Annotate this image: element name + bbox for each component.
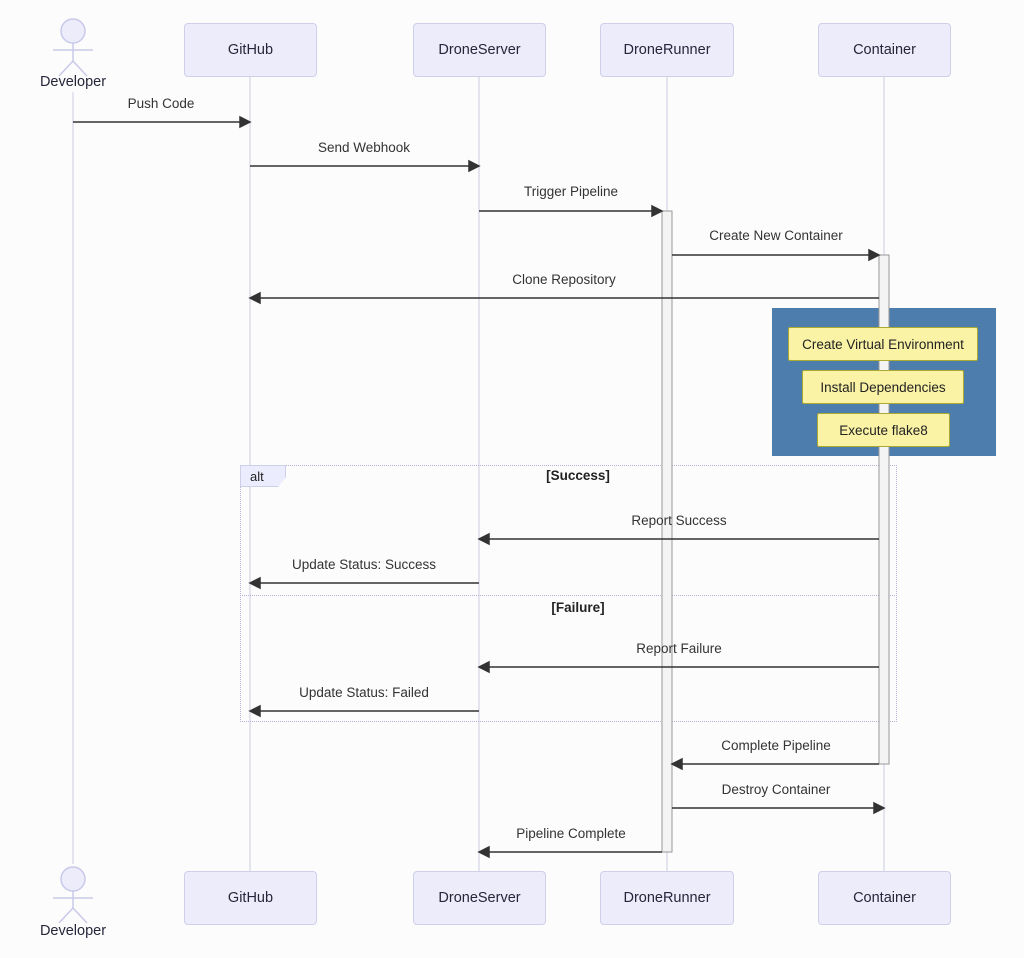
note-create-virtual-environment: Create Virtual Environment (788, 327, 978, 361)
participant-droneserver-top: DroneServer (413, 23, 546, 77)
note-install-dependencies: Install Dependencies (802, 370, 964, 404)
alt-condition-success: [Success] (546, 468, 610, 483)
actor-figure-bottom (53, 866, 93, 924)
arrow-send-webhook (250, 159, 481, 173)
message-label-create-new-container: Create New Container (709, 228, 843, 243)
arrow-push-code (73, 115, 252, 129)
message-label-report-failure: Report Failure (636, 641, 722, 656)
alt-branch-divider (240, 595, 897, 596)
arrow-pipeline-complete (477, 845, 662, 859)
message-label-complete-pipeline: Complete Pipeline (721, 738, 831, 753)
arrow-report-success (477, 532, 879, 546)
arrow-destroy-container (672, 801, 886, 815)
participant-github-bottom: GitHub (184, 871, 317, 925)
participant-github-top: GitHub (184, 23, 317, 77)
message-label-push-code: Push Code (127, 96, 195, 111)
arrow-report-failure (477, 660, 879, 674)
participant-label: DroneServer (438, 890, 521, 906)
participant-label: Container (853, 890, 916, 906)
activation-bars (661, 210, 890, 853)
arrow-clone-repository (248, 291, 879, 305)
actor-label-developer-top: Developer (39, 74, 107, 90)
participant-label: GitHub (227, 42, 274, 58)
participant-label: DroneRunner (623, 890, 711, 906)
actor-figure-top (53, 18, 93, 77)
message-label-update-status-failed: Update Status: Failed (299, 685, 429, 700)
alt-operator-tab: alt (240, 465, 286, 487)
activation-dronerunner (661, 210, 673, 853)
activation-container (878, 254, 890, 765)
arrow-update-status-failed (248, 704, 479, 718)
message-label-pipeline-complete: Pipeline Complete (516, 826, 626, 841)
participant-container-bottom: Container (818, 871, 951, 925)
message-label-trigger-pipeline: Trigger Pipeline (523, 184, 619, 199)
participant-dronerunner-bottom: DroneRunner (600, 871, 734, 925)
message-label-update-status-success: Update Status: Success (291, 557, 437, 572)
participant-label: DroneRunner (623, 42, 711, 58)
participant-dronerunner-top: DroneRunner (600, 23, 734, 77)
arrow-update-status-success (248, 576, 479, 590)
message-label-send-webhook: Send Webhook (317, 140, 411, 155)
message-label-destroy-container: Destroy Container (721, 782, 831, 797)
alt-frame (240, 465, 897, 722)
note-execute-flake8: Execute flake8 (817, 413, 950, 447)
arrow-complete-pipeline (670, 757, 879, 771)
arrow-trigger-pipeline (479, 204, 664, 218)
actor-label-developer-bottom: Developer (39, 923, 107, 939)
participant-droneserver-bottom: DroneServer (413, 871, 546, 925)
participant-label: GitHub (227, 890, 274, 906)
participant-container-top: Container (818, 23, 951, 77)
participant-label: DroneServer (438, 42, 521, 58)
arrow-create-new-container (672, 248, 881, 262)
message-label-clone-repository: Clone Repository (512, 272, 616, 287)
message-label-report-success: Report Success (631, 513, 727, 528)
participant-label: Container (853, 42, 916, 58)
alt-condition-failure: [Failure] (551, 600, 605, 615)
